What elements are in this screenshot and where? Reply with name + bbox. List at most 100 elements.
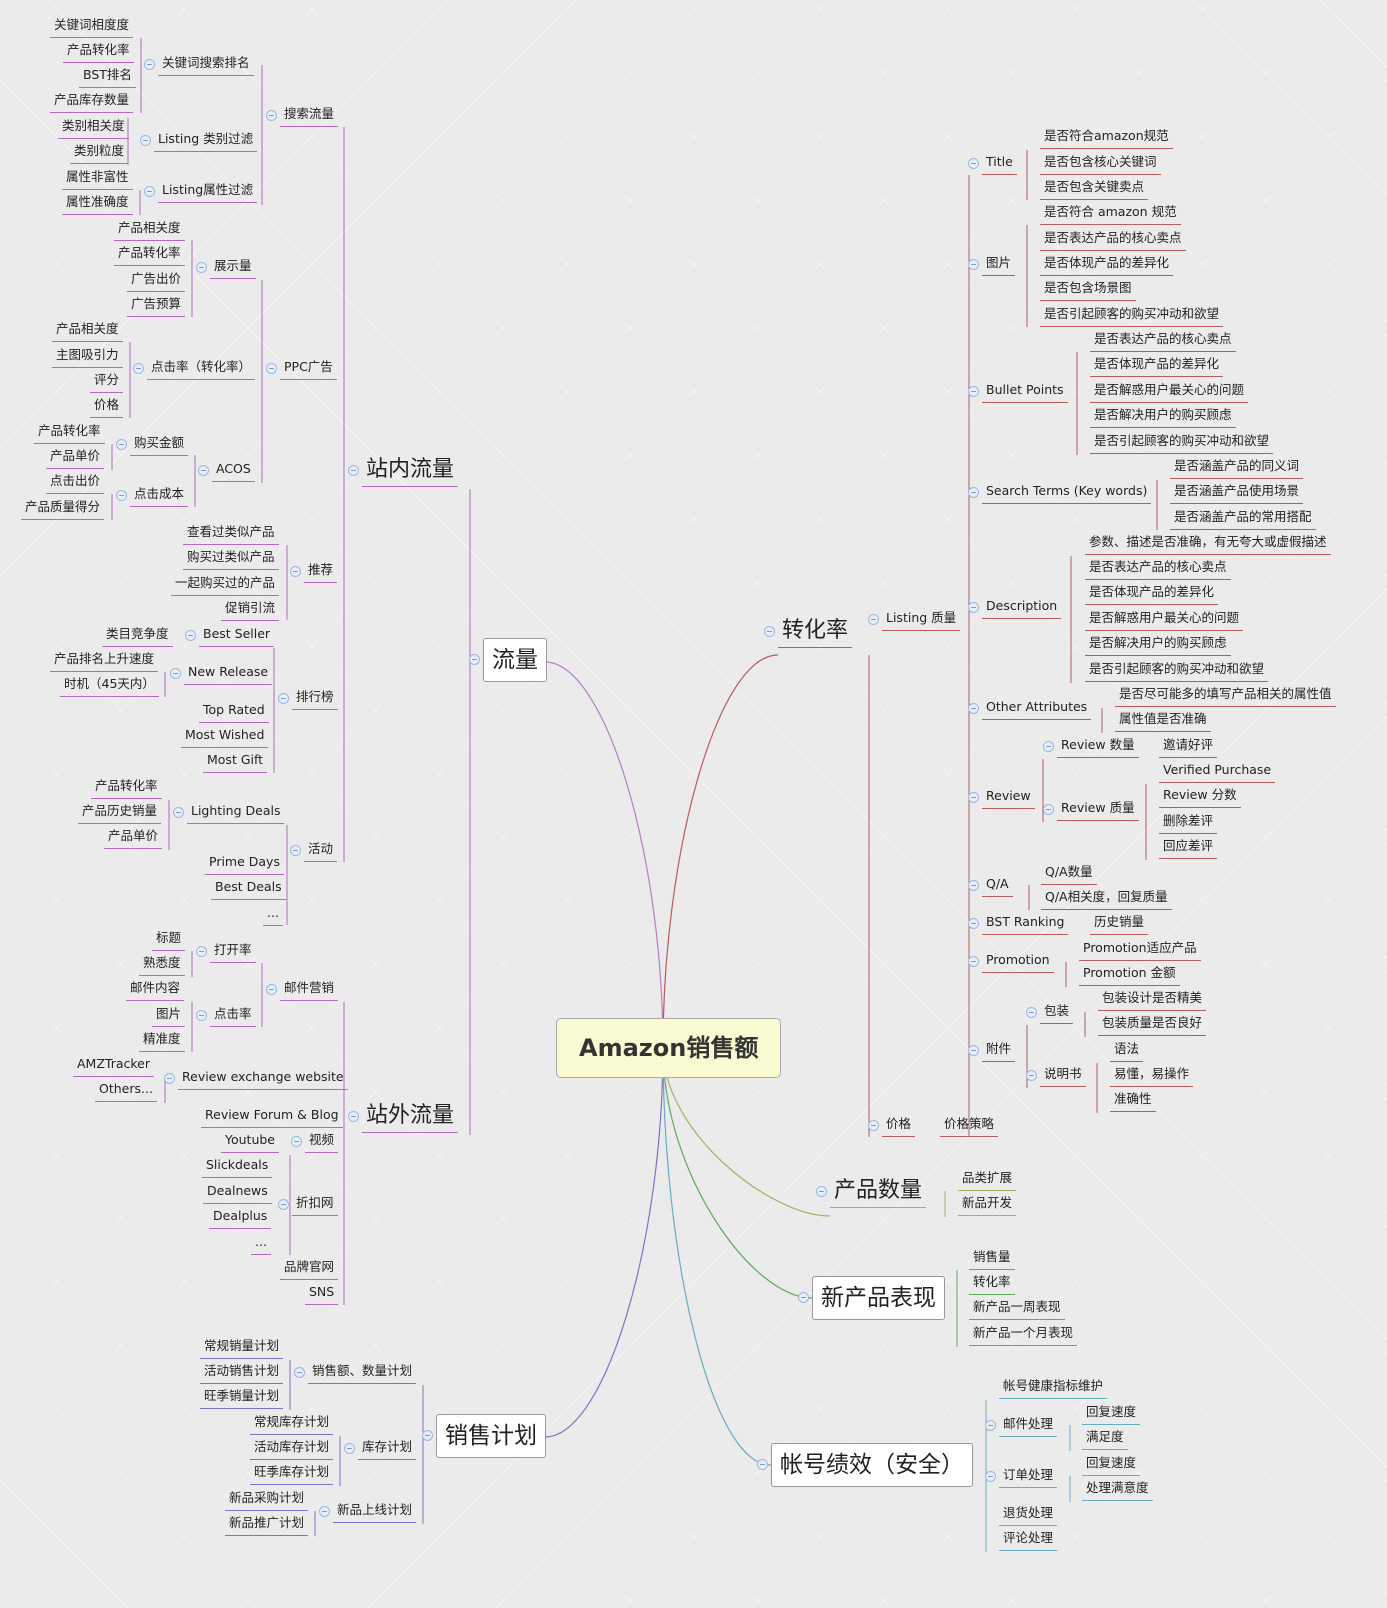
collapse-toggle-icon[interactable] — [144, 59, 155, 70]
topic-node[interactable]: Best Deals — [211, 878, 286, 900]
topic-node[interactable]: Promotion — [982, 951, 1054, 973]
collapse-toggle-icon[interactable] — [348, 1111, 359, 1122]
topic-node[interactable]: 精准度 — [139, 1030, 185, 1052]
topic-node[interactable]: 产品转化率 — [34, 422, 105, 444]
topic-node[interactable]: Most Wished — [181, 726, 269, 748]
topic-node[interactable]: 是否引起顾客的购买冲动和欲望 — [1090, 432, 1274, 454]
topic-node[interactable]: Search Terms (Key words) — [982, 482, 1152, 504]
topic-node[interactable]: 是否表达产品的核心卖点 — [1090, 330, 1236, 352]
topic-node[interactable]: Title — [982, 153, 1017, 175]
topic-node[interactable]: Bullet Points — [982, 381, 1068, 403]
topic-node[interactable]: Most Gift — [203, 751, 268, 773]
topic-node[interactable]: 历史销量 — [1090, 913, 1149, 935]
topic-node[interactable]: 删除差评 — [1159, 812, 1218, 834]
collapse-toggle-icon[interactable] — [116, 490, 127, 501]
topic-node[interactable]: Review 质量 — [1057, 799, 1139, 821]
topic-node[interactable]: 是否涵盖产品使用场景 — [1170, 482, 1304, 504]
topic-node[interactable]: 是否表达产品的核心卖点 — [1040, 229, 1186, 251]
topic-node[interactable]: 评论处理 — [999, 1529, 1058, 1551]
collapse-toggle-icon[interactable] — [1026, 1070, 1037, 1081]
topic-node[interactable]: 价格 — [90, 396, 124, 418]
collapse-toggle-icon[interactable] — [968, 703, 979, 714]
collapse-toggle-icon[interactable] — [1026, 1007, 1037, 1018]
topic-node[interactable]: 一起购买过的产品 — [171, 574, 280, 596]
collapse-toggle-icon[interactable] — [764, 626, 775, 637]
topic-node[interactable]: Review 数量 — [1057, 736, 1139, 758]
topic-node[interactable]: 邮件营销 — [280, 979, 339, 1001]
collapse-toggle-icon[interactable] — [196, 262, 207, 273]
collapse-toggle-icon[interactable] — [798, 1292, 809, 1303]
main-topic[interactable]: 销售计划 — [436, 1414, 546, 1458]
topic-node[interactable]: 主图吸引力 — [52, 346, 123, 368]
collapse-toggle-icon[interactable] — [1043, 804, 1054, 815]
topic-node[interactable]: 搜索流量 — [280, 105, 339, 127]
topic-node[interactable]: Verified Purchase — [1159, 761, 1276, 783]
collapse-toggle-icon[interactable] — [968, 792, 979, 803]
topic-node[interactable]: 类目竞争度 — [102, 625, 173, 647]
topic-node[interactable]: 是否引起顾客的购买冲动和欲望 — [1040, 305, 1224, 327]
topic-node[interactable]: Dealnews — [203, 1182, 272, 1204]
collapse-toggle-icon[interactable] — [144, 186, 155, 197]
topic-node[interactable]: Dealplus — [209, 1207, 272, 1229]
topic-node[interactable]: 图片 — [982, 254, 1016, 276]
collapse-toggle-icon[interactable] — [968, 602, 979, 613]
topic-node[interactable]: 邮件内容 — [126, 979, 185, 1001]
topic-node[interactable]: ... — [251, 1233, 271, 1255]
topic-node[interactable]: 产品历史销量 — [78, 802, 162, 824]
topic-node[interactable]: 旺季销量计划 — [200, 1387, 284, 1409]
topic-node[interactable]: 新产品一个月表现 — [969, 1324, 1078, 1346]
collapse-toggle-icon[interactable] — [198, 465, 209, 476]
topic-node[interactable]: Prime Days — [205, 853, 284, 875]
topic-node[interactable]: 销售额、数量计划 — [308, 1362, 417, 1384]
topic-node[interactable]: 查看过类似产品 — [183, 523, 279, 545]
topic-node[interactable]: Others... — [95, 1080, 157, 1102]
topic-node[interactable]: 价格策略 — [940, 1115, 999, 1137]
topic-node[interactable]: 常规库存计划 — [250, 1413, 334, 1435]
topic-node[interactable]: 邮件处理 — [999, 1415, 1058, 1437]
topic-node[interactable]: 时机（45天内） — [60, 675, 159, 697]
collapse-toggle-icon[interactable] — [266, 110, 277, 121]
topic-node[interactable]: 回复速度 — [1082, 1454, 1141, 1476]
collapse-toggle-icon[interactable] — [185, 630, 196, 641]
topic-node[interactable]: 附件 — [982, 1040, 1016, 1062]
topic-node[interactable]: 产品库存数量 — [50, 91, 134, 113]
collapse-toggle-icon[interactable] — [968, 259, 979, 270]
topic-node[interactable]: 新品采购计划 — [225, 1489, 309, 1511]
collapse-toggle-icon[interactable] — [173, 807, 184, 818]
collapse-toggle-icon[interactable] — [985, 1471, 996, 1482]
topic-node[interactable]: 是否体现产品的差异化 — [1040, 254, 1174, 276]
topic-node[interactable]: BST Ranking — [982, 913, 1069, 935]
topic-node[interactable]: Best Seller — [199, 625, 275, 647]
topic-node[interactable]: 排行榜 — [292, 688, 338, 710]
collapse-toggle-icon[interactable] — [133, 363, 144, 374]
collapse-toggle-icon[interactable] — [278, 693, 289, 704]
collapse-toggle-icon[interactable] — [164, 1073, 175, 1084]
main-topic[interactable]: 站内流量 — [362, 456, 459, 487]
main-topic[interactable]: 转化率 — [778, 617, 853, 648]
main-topic[interactable]: 新产品表现 — [812, 1276, 945, 1320]
topic-node[interactable]: 是否表达产品的核心卖点 — [1085, 558, 1231, 580]
topic-node[interactable]: 点击出价 — [46, 472, 105, 494]
topic-node[interactable]: 属性非富性 — [62, 168, 133, 190]
topic-node[interactable]: 新品上线计划 — [333, 1501, 417, 1523]
topic-node[interactable]: 包装 — [1040, 1002, 1074, 1024]
collapse-toggle-icon[interactable] — [968, 386, 979, 397]
main-topic[interactable]: 站外流量 — [362, 1102, 459, 1133]
collapse-toggle-icon[interactable] — [291, 1136, 302, 1147]
collapse-toggle-icon[interactable] — [116, 439, 127, 450]
topic-node[interactable]: 熟悉度 — [139, 954, 185, 976]
topic-node[interactable]: 是否包含场景图 — [1040, 279, 1136, 301]
main-topic[interactable]: 流量 — [483, 638, 547, 682]
topic-node[interactable]: 是否体现产品的差异化 — [1090, 355, 1224, 377]
collapse-toggle-icon[interactable] — [319, 1506, 330, 1517]
topic-node[interactable]: 是否解惑用户最关心的问题 — [1085, 609, 1244, 631]
topic-node[interactable]: 退货处理 — [999, 1504, 1058, 1526]
topic-node[interactable]: 邀请好评 — [1159, 736, 1218, 758]
central-topic[interactable]: Amazon销售额 — [556, 1018, 782, 1078]
collapse-toggle-icon[interactable] — [868, 614, 879, 625]
topic-node[interactable]: 折扣网 — [292, 1194, 338, 1216]
topic-node[interactable]: 是否解决用户的购买顾虑 — [1090, 406, 1236, 428]
topic-node[interactable]: 是否体现产品的差异化 — [1085, 583, 1219, 605]
collapse-toggle-icon[interactable] — [968, 956, 979, 967]
topic-node[interactable]: 产品转化率 — [114, 244, 185, 266]
